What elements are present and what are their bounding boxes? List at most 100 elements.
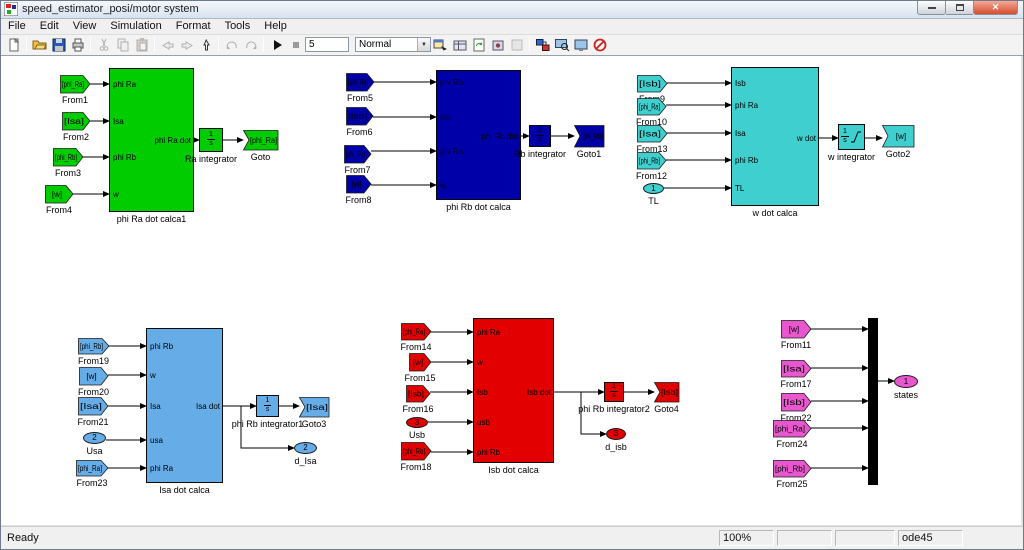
go-back-button[interactable]	[158, 36, 177, 54]
from-tag-from7[interactable]: [phi_Ra]	[344, 144, 373, 165]
menu-view[interactable]: View	[72, 20, 97, 33]
find-workspace-button[interactable]	[552, 36, 571, 54]
simulation-stop-time-input[interactable]	[305, 37, 349, 53]
from-tag-from18[interactable]: [phi_Rb]	[401, 441, 433, 462]
build-button[interactable]	[507, 36, 526, 54]
window-title: speed_estimator_posi/motor system	[22, 3, 199, 16]
from-tag-from4[interactable]: [w]	[45, 184, 75, 205]
fraction-denominator: s	[538, 136, 542, 144]
from-tag-from5[interactable]: [phi_Rb]	[346, 72, 376, 93]
debug-button[interactable]	[488, 36, 507, 54]
menu-help[interactable]: Help	[264, 20, 287, 33]
menu-file[interactable]: File	[8, 20, 26, 33]
toolbar-left-buttons	[4, 36, 305, 54]
from-tag-from19[interactable]: [phi_Rb]	[78, 337, 111, 356]
model-browser-button[interactable]	[450, 36, 469, 54]
from-tag-from17[interactable]: [Isa]	[781, 359, 813, 379]
from-tag-from12[interactable]: [phi_Rb]	[637, 151, 668, 171]
stop-simulation-button[interactable]	[286, 36, 305, 54]
library-browser-button[interactable]	[431, 36, 450, 54]
from-tag-from1[interactable]: [phi_Ra]	[60, 74, 92, 95]
minimize-button[interactable]	[917, 1, 946, 15]
tag-name-label: From12	[635, 170, 668, 181]
goto-tag-goto3[interactable]: [Isa]	[298, 396, 331, 419]
from-tag-shape	[346, 72, 375, 92]
from-tag-from9[interactable]: [Isb]	[637, 74, 669, 94]
start-simulation-button[interactable]	[267, 36, 286, 54]
block-name-label: w integrator	[827, 151, 876, 162]
menu-simulation[interactable]: Simulation	[110, 20, 162, 33]
from-tag-from10[interactable]: [phi_Ra]	[637, 97, 668, 117]
output-port-label: phi Rb dot	[481, 131, 518, 141]
tag-name-label: From20	[77, 386, 110, 397]
menu-edit[interactable]: Edit	[39, 20, 59, 33]
cut-button[interactable]	[94, 36, 113, 54]
copy-button[interactable]	[113, 36, 132, 54]
from-tag-from6[interactable]: [Isb]	[346, 106, 375, 127]
from-tag-from14[interactable]: [phi_Ra]	[401, 322, 433, 342]
from-tag-from11[interactable]: [w]	[781, 319, 813, 340]
goto-tag-goto[interactable]: [phi_Ra]	[242, 129, 280, 152]
maximize-button[interactable]	[946, 1, 973, 15]
from-tag-from23[interactable]: [phi_Ra]	[76, 459, 110, 478]
from-tag-from21[interactable]: [Isa]	[78, 396, 110, 417]
from-tag-from16[interactable]: [Isb]	[406, 384, 432, 404]
fraction-numerator: 1	[207, 131, 215, 141]
tag-name-label: From5	[346, 92, 374, 103]
inport-usb[interactable]: 3	[406, 416, 428, 428]
go-forward-button[interactable]	[177, 36, 196, 54]
go-up-button[interactable]	[196, 36, 215, 54]
from-tag-from20[interactable]: [w]	[79, 366, 110, 387]
save-model-button[interactable]	[49, 36, 68, 54]
outport-d-isa[interactable]: 2	[294, 441, 317, 454]
tag-name-label: From23	[76, 477, 108, 488]
menu-tools[interactable]: Tools	[224, 20, 251, 33]
goto-tag-goto2[interactable]: [w]	[881, 124, 916, 149]
mux-block[interactable]	[868, 317, 878, 485]
update-diagram-button[interactable]	[469, 36, 488, 54]
from-tag-from2[interactable]: [Isa]	[62, 111, 92, 132]
run-icon	[273, 39, 282, 50]
paste-button[interactable]	[132, 36, 151, 54]
inport-usa[interactable]: 2	[83, 431, 106, 444]
inport-tl[interactable]: 1	[643, 182, 664, 194]
from-tag-from8[interactable]: [w]	[346, 174, 373, 195]
model-explorer-button[interactable]	[571, 36, 590, 54]
from-tag-from25[interactable]: [phi_Rb]	[773, 459, 813, 479]
simulink-library-button[interactable]	[533, 36, 552, 54]
redo-button[interactable]	[241, 36, 260, 54]
from-tag-from13[interactable]: [Isa]	[637, 124, 669, 144]
from-tag-from15[interactable]: [w]	[409, 352, 433, 373]
from-tag-from3[interactable]: [phi_Rb]	[53, 147, 85, 168]
redo-icon	[245, 41, 256, 50]
slblocks-icon	[535, 38, 549, 51]
copy-icon	[117, 38, 128, 52]
from-tag-from24[interactable]: [phi_Ra]	[773, 419, 813, 439]
outport-states[interactable]: 1	[894, 374, 918, 388]
goto-tag-goto4[interactable]: [Isb]	[653, 381, 681, 404]
from-tag-from22[interactable]: [Isb]	[781, 392, 813, 413]
tag-text: [phi_Rb]	[80, 342, 103, 351]
outport-d-isb[interactable]: 3	[606, 427, 626, 440]
remove-highlight-button[interactable]	[590, 36, 609, 54]
print-button[interactable]	[68, 36, 87, 54]
open-model-button[interactable]	[30, 36, 49, 54]
undo-button[interactable]	[222, 36, 241, 54]
titlebar[interactable]: speed_estimator_posi/motor system ✕	[1, 1, 1023, 19]
goto-tag-goto1[interactable]: [phi_Rb]	[573, 124, 606, 149]
simulation-mode-dropdown[interactable]: Normal ▼	[355, 37, 431, 53]
new-model-button[interactable]	[4, 36, 23, 54]
close-button[interactable]: ✕	[973, 1, 1018, 15]
menu-format[interactable]: Format	[175, 20, 211, 33]
